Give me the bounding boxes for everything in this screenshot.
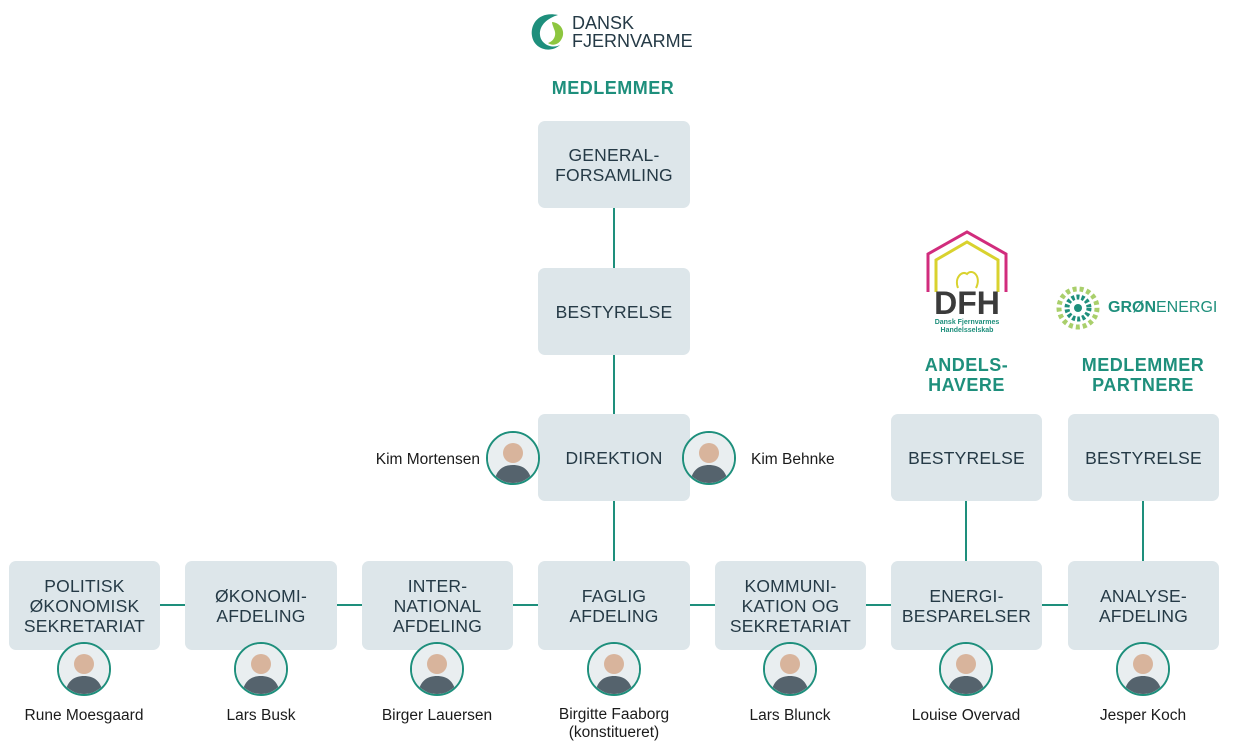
head-name-communication: Lars Blunck [749, 707, 831, 724]
head-name-energy-savings: Louise Overvad [911, 707, 1021, 724]
box-general-assembly: GENERAL- FORSAMLING [538, 121, 690, 208]
dfh-mark: DFH [934, 285, 1000, 321]
box-dept-analysis: ANALYSE- AFDELING [1068, 561, 1219, 650]
person-portrait-icon [236, 644, 286, 694]
dfh-sub2: Handelsselskab [940, 327, 994, 334]
person-portrait-icon [941, 644, 991, 694]
heading-dfh: ANDELS- HAVERE [924, 355, 1009, 395]
avatar-head-technical [587, 642, 641, 696]
connector-board-direction [613, 354, 615, 415]
avatar-director-right [682, 431, 736, 485]
avatar-head-finance [234, 642, 288, 696]
dfh-logo: DFH Dansk Fjernvarmes Handelsselskab [924, 230, 1010, 340]
box-dept-political: POLITISK ØKONOMISK SEKRETARIAT [9, 561, 160, 650]
person-portrait-icon [1118, 644, 1168, 694]
house-logo-icon [926, 230, 1008, 292]
connector-direction-faglig [613, 500, 615, 562]
box-board: BESTYRELSE [538, 268, 690, 355]
box-dept-communication: KOMMUNI- KATION OG SEKRETARIAT [715, 561, 866, 650]
box-gron-board: BESTYRELSE [1068, 414, 1219, 501]
box-dept-energy-savings: ENERGI- BESPARELSER [891, 561, 1042, 650]
connector-dfh-energi [965, 500, 967, 562]
box-dept-finance: ØKONOMI- AFDELING [185, 561, 337, 650]
box-dept-international: INTER- NATIONAL AFDELING [362, 561, 513, 650]
dfh-sub1: Dansk Fjernvarmes [934, 319, 1000, 326]
head-name-international: Birger Lauersen [381, 707, 493, 724]
heading-members: MEDLEMMER [551, 78, 675, 98]
brand-name-line2: FJERNVARME [572, 31, 693, 51]
head-name-finance: Lars Busk [226, 707, 296, 724]
gron-name-a: GRØN [1108, 299, 1156, 316]
box-dept-technical: FAGLIG AFDELING [538, 561, 690, 650]
person-portrait-icon [684, 433, 734, 483]
director-left-name: Kim Mortensen [375, 451, 480, 468]
person-portrait-icon [589, 644, 639, 694]
head-name-analysis: Jesper Koch [1099, 707, 1187, 724]
dansk-fjernvarme-logo: DANSK FJERNVARME [528, 8, 698, 58]
avatar-head-analysis [1116, 642, 1170, 696]
avatar-head-energy-savings [939, 642, 993, 696]
avatar-director-left [486, 431, 540, 485]
box-direction: DIREKTION [538, 414, 690, 501]
connector-general-board [613, 207, 615, 268]
sun-ring-logo-icon [1056, 286, 1100, 330]
brand-name-line1: DANSK [572, 13, 635, 33]
avatar-head-communication [763, 642, 817, 696]
person-portrait-icon [412, 644, 462, 694]
person-portrait-icon [488, 433, 538, 483]
gron-energi-logo: GRØN ENERGI [1054, 284, 1234, 334]
director-right-name: Kim Behnke [751, 451, 835, 468]
avatar-head-political [57, 642, 111, 696]
person-portrait-icon [59, 644, 109, 694]
person-portrait-icon [765, 644, 815, 694]
gron-name-b: ENERGI [1156, 299, 1218, 316]
head-name-technical: Birgitte Faaborg (konstitueret) [558, 706, 670, 741]
head-name-political: Rune Moesgaard [24, 707, 144, 724]
swirl-logo-icon [531, 14, 564, 50]
heading-gron: MEDLEMMER PARTNERE [1081, 355, 1205, 395]
avatar-head-international [410, 642, 464, 696]
box-dfh-board: BESTYRELSE [891, 414, 1042, 501]
connector-gron-analyse [1142, 500, 1144, 562]
